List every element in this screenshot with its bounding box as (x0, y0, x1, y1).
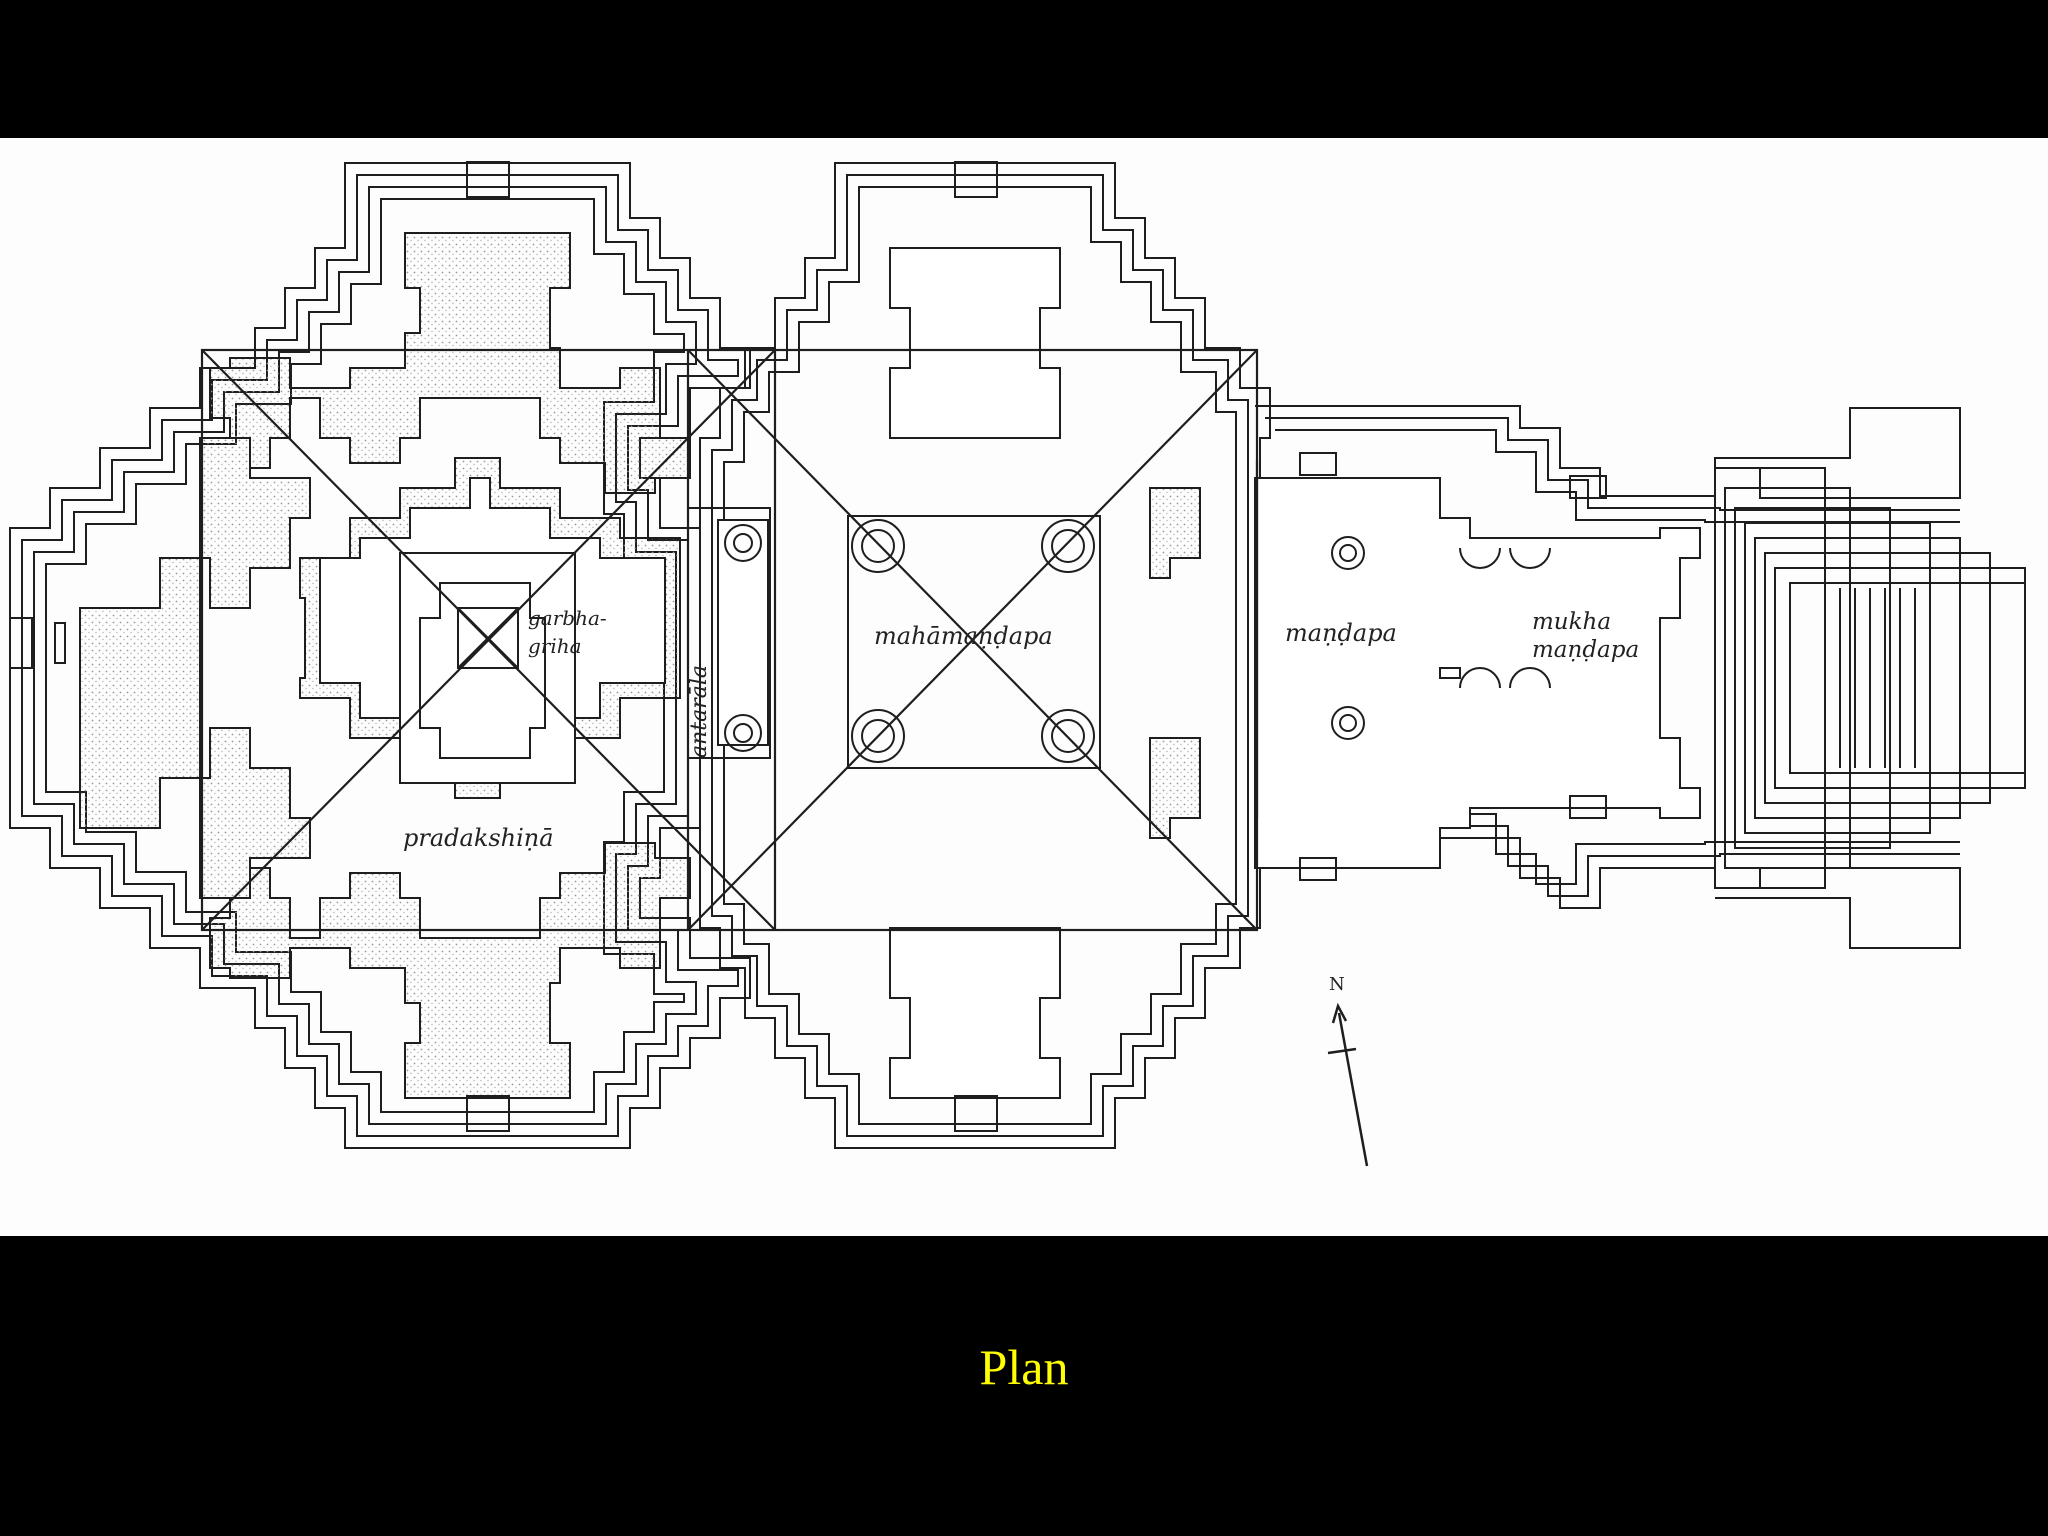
ceiling-frame (200, 348, 1259, 932)
sanctum-walls (299, 457, 681, 799)
mahamandapa-label: mahāmaṇḍapa (874, 622, 1053, 650)
garbhagriha-label-line1: garbha- (528, 606, 607, 630)
center-outer-profile (699, 162, 1271, 1149)
north-arrow (1327, 1002, 1369, 1167)
eastern-steps (1714, 467, 2026, 889)
plan-panel: garbha- griha antarāla mahāmaṇḍapa maṇḍa… (0, 138, 2048, 1236)
slide-caption: Plan (979, 1339, 1069, 1395)
temple-plan-drawing (9, 161, 2026, 1167)
left-inner-walls (79, 232, 691, 1099)
mukha-mandapa-label-line1: mukha (1532, 609, 1612, 635)
mandapa-interior (1254, 452, 1701, 881)
mahamandapa-interior (847, 247, 1201, 1099)
garbhagriha-label-line2: griha (528, 634, 582, 658)
antarala-chamber (687, 507, 771, 759)
mukha-mandapa-label-line2: maṇḍapa (1532, 637, 1640, 663)
antarala-label: antarāla (687, 664, 712, 758)
pradakshina-label: pradakshiṇā (403, 824, 554, 852)
wall-niches (9, 161, 998, 1132)
mandapa-label: maṇḍapa (1285, 619, 1397, 647)
north-label: N (1329, 974, 1345, 995)
